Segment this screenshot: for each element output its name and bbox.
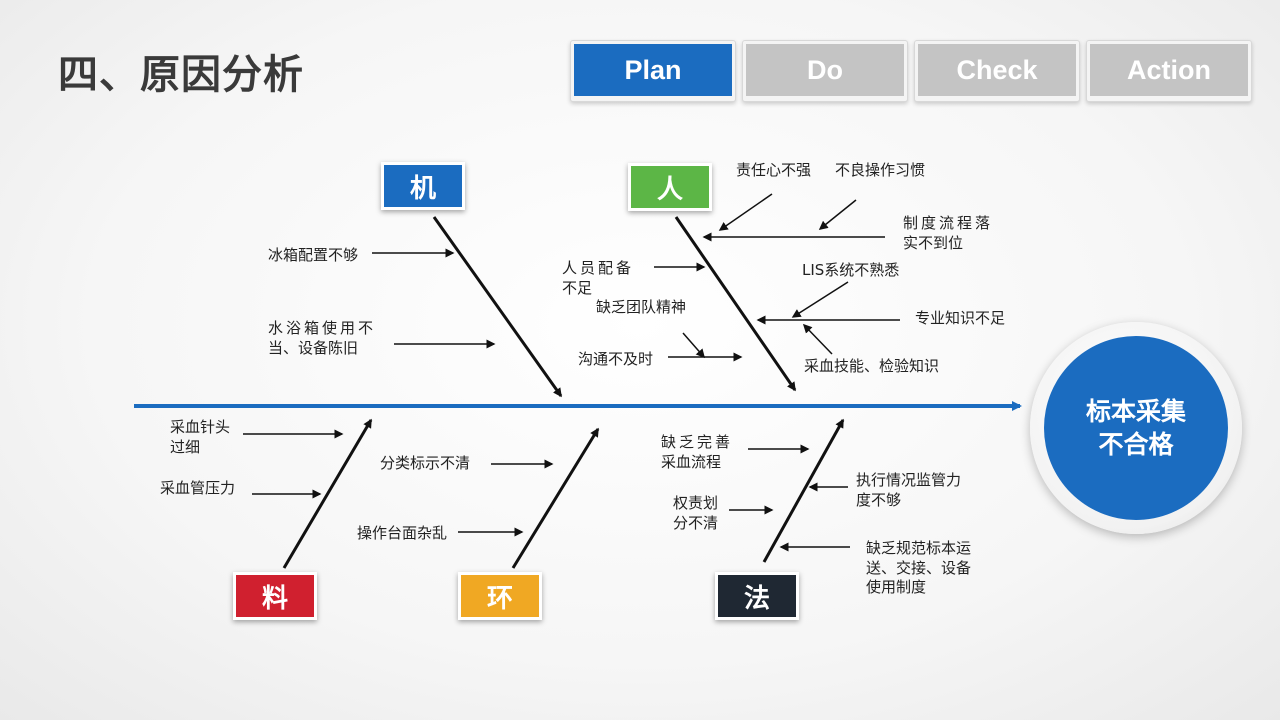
arrow-skills (802, 323, 833, 355)
arrow-habits (818, 199, 857, 230)
cause-fridge: 冰箱配置不够 (268, 246, 359, 264)
arrow-responsibility (718, 193, 773, 231)
tab-do-label: Do (746, 44, 904, 96)
cause-tube: 采血管压力 (160, 479, 236, 497)
page-title: 四、原因分析 (58, 52, 304, 98)
cause-transport-line2: 送、交接、设备 (866, 559, 972, 577)
pdca-tabs: Plan Do Check Action (0, 40, 1280, 102)
bone-method (762, 418, 845, 563)
cause-habits: 不良操作习惯 (835, 161, 926, 179)
tab-plan[interactable]: Plan (570, 40, 736, 102)
cause-needle-line2: 过细 (170, 438, 201, 456)
tab-do[interactable]: Do (742, 40, 908, 102)
cause-transport-line3: 使用制度 (866, 578, 927, 596)
bone-material (282, 418, 373, 569)
cause-process-line2: 采血流程 (661, 453, 722, 471)
cause-labels: 分类标示不清 (380, 454, 471, 472)
category-people: 人 (628, 163, 712, 211)
bone-people (674, 216, 797, 392)
cause-rules-line2: 实不到位 (903, 234, 964, 252)
bone-environment (511, 427, 600, 569)
cause-authority-line2: 分不清 (673, 514, 719, 532)
arrow-lis (791, 281, 849, 318)
category-material: 料 (233, 572, 317, 620)
category-machine: 机 (381, 162, 465, 210)
category-environment: 环 (458, 572, 542, 620)
cause-knowledge: 专业知识不足 (915, 309, 1006, 327)
effect-line2: 不合格 (1098, 430, 1174, 459)
bone-machine (432, 216, 563, 398)
effect-line1: 标本采集 (1085, 397, 1186, 426)
cause-responsibility: 责任心不强 (736, 161, 812, 179)
cause-process-line1: 缺乏完善 (661, 433, 734, 451)
tab-check-label: Check (918, 44, 1076, 96)
arrow-teamwork (682, 332, 705, 359)
cause-authority-line1: 权责划 (673, 494, 719, 512)
cause-bath-line2: 当、设备陈旧 (268, 339, 359, 357)
tab-check[interactable]: Check (914, 40, 1080, 102)
cause-staff-line2: 不足 (562, 279, 593, 297)
cause-bench: 操作台面杂乱 (357, 524, 448, 542)
cause-transport-line1: 缺乏规范标本运 (866, 539, 972, 557)
cause-skills: 采血技能、检验知识 (804, 357, 940, 375)
cause-lis: LIS系统不熟悉 (802, 261, 900, 279)
tab-plan-label: Plan (574, 44, 732, 96)
cause-needle-line1: 采血针头 (170, 418, 231, 436)
effect-label: 标本采集 不合格 (1044, 336, 1228, 520)
cause-rules-line1: 制度流程落 (903, 214, 994, 232)
tab-action[interactable]: Action (1086, 40, 1252, 102)
tab-action-label: Action (1090, 44, 1248, 96)
effect-circle: 标本采集 不合格 (1030, 322, 1242, 534)
cause-bath-line1: 水浴箱使用不 (268, 319, 377, 337)
cause-communication: 沟通不及时 (578, 350, 654, 368)
cause-teamwork: 缺乏团队精神 (596, 298, 687, 316)
cause-supervision-line2: 度不够 (856, 491, 902, 509)
cause-supervision-line1: 执行情况监管力 (856, 471, 962, 489)
category-method: 法 (715, 572, 799, 620)
cause-staff-line1: 人员配备 (562, 259, 635, 277)
